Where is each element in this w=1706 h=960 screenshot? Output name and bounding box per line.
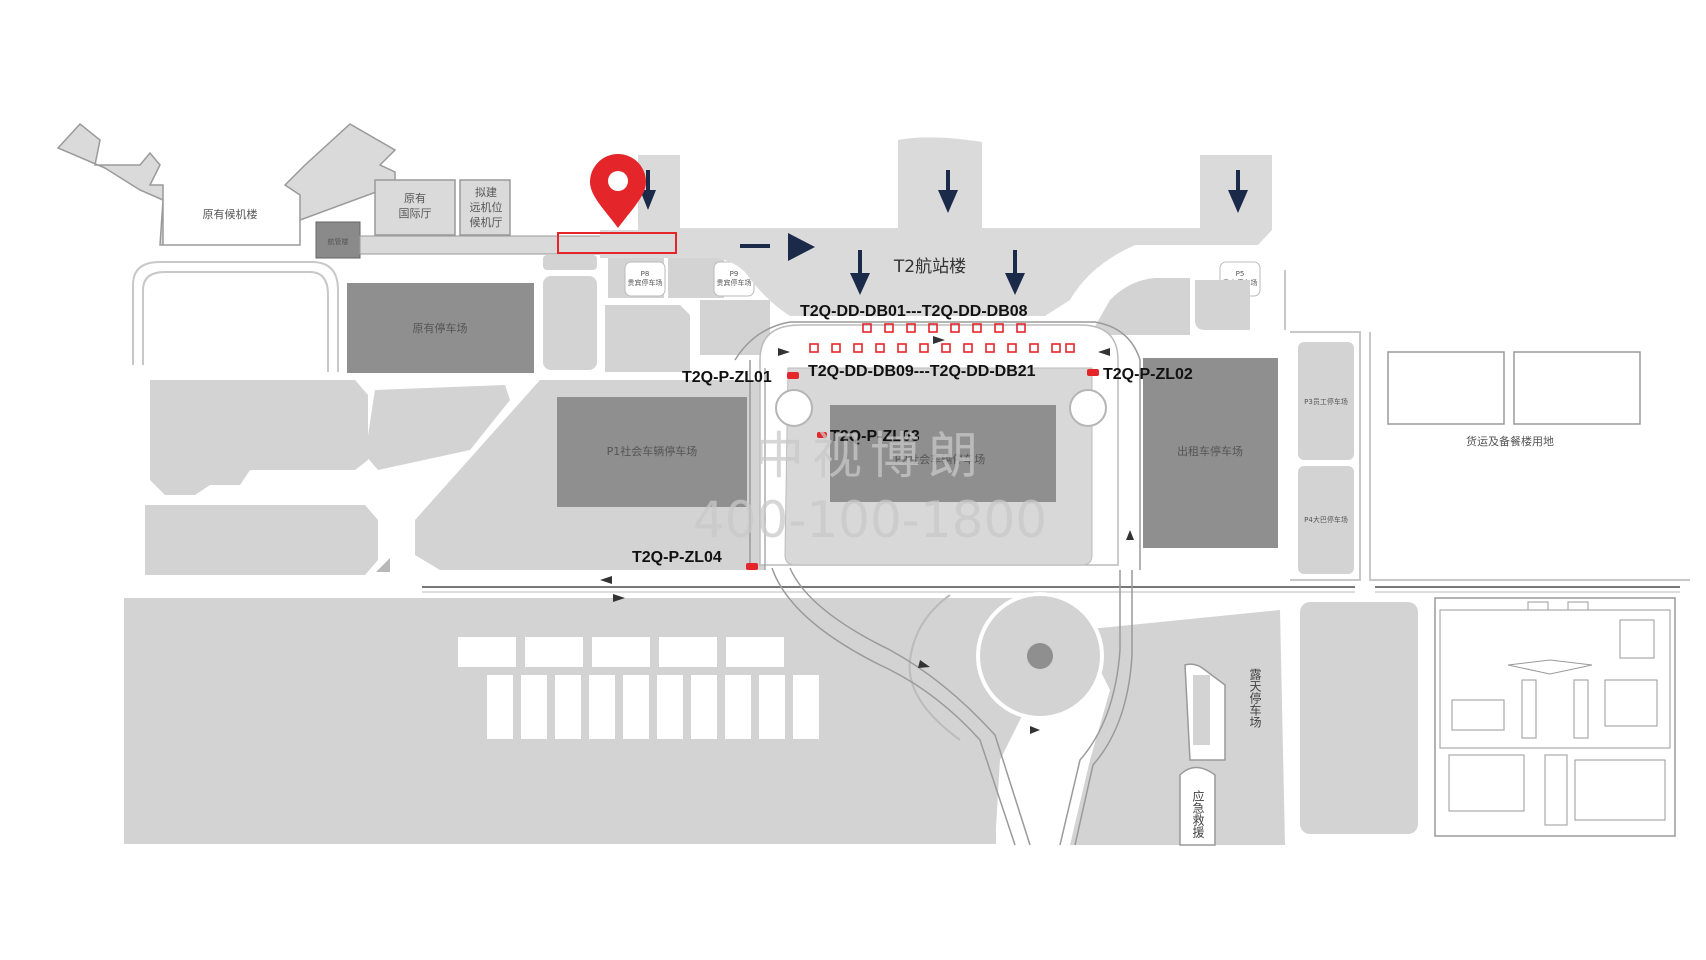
ad-spot-zl03-marker — [817, 432, 827, 438]
p3-staff-parking — [1298, 342, 1354, 460]
left-block-3 — [365, 385, 510, 470]
old-terminal-building — [56, 122, 397, 246]
proposed-gate-hall — [459, 179, 511, 236]
p2-parking-label: P2社会车辆停车场 — [895, 452, 986, 466]
lot-a — [543, 276, 597, 370]
t2-terminal-label: T2航站楼 — [893, 257, 966, 277]
p1-parking — [557, 397, 747, 507]
ad-spot-db-top-label: T2Q-DD-DB01---T2Q-DD-DB08 — [800, 303, 1028, 320]
ad-spots-row-bottom — [809, 343, 1075, 353]
cargo-label: 货运及备餐楼用地 — [1466, 434, 1554, 448]
atc-building-label: 航管楼 — [328, 237, 349, 246]
emergency-label: 应急救援 — [1191, 789, 1205, 839]
t2-terminal-building — [600, 137, 1272, 316]
emergency-area — [1179, 766, 1216, 846]
p4-coach-label: P4大巴停车场 — [1304, 515, 1348, 524]
old-intl-hall-line2: 国际厅 — [399, 207, 432, 220]
cargo-block-1 — [1387, 351, 1505, 425]
right-lower-block — [1300, 602, 1418, 834]
proposed-line2: 远机位 — [470, 200, 503, 214]
right-curve-block — [1195, 280, 1250, 330]
ad-spot-zl04-marker — [746, 563, 758, 570]
left-ring-road — [132, 261, 339, 372]
highlight-box — [557, 232, 677, 254]
lot-b — [543, 255, 597, 270]
old-intl-hall-line1: 原有 — [404, 191, 426, 205]
p1-parking-label: P1社会车辆停车场 — [607, 444, 698, 458]
proposed-line1: 拟建 — [475, 185, 497, 199]
taxi-parking-label: 出租车停车场 — [1177, 444, 1243, 458]
old-parking-lot — [347, 283, 534, 373]
p4-coach-parking — [1298, 466, 1354, 574]
triangle-marker — [376, 558, 390, 572]
road-arrows — [600, 336, 1134, 734]
apron-stands — [458, 637, 819, 739]
left-block-2 — [145, 505, 378, 575]
open-air-parking-label: 露天停车场 — [1248, 668, 1262, 728]
roundabout-left — [775, 389, 813, 427]
direction-arrows — [640, 170, 1248, 295]
watermark-brand: 中视博朗 — [754, 427, 986, 485]
vip-lot-1 — [624, 261, 666, 297]
taxi-parking — [1143, 358, 1278, 548]
lower-right-land — [1070, 610, 1285, 845]
cargo-block-2 — [1513, 351, 1641, 425]
roundabout-right — [1069, 389, 1107, 427]
ad-spot-zl03-label: T2Q-P-ZL03 — [830, 428, 920, 445]
old-parking-lot-label: 原有停车场 — [413, 321, 468, 335]
ad-spot-zl01-marker — [787, 372, 799, 379]
ad-spot-db-bottom-label: T2Q-DD-DB09---T2Q-DD-DB21 — [808, 363, 1036, 380]
lot-c — [605, 305, 690, 372]
left-block-1 — [150, 380, 368, 495]
p3-staff-label: P3员工停车场 — [1304, 397, 1348, 406]
lower-road-ring — [908, 594, 961, 741]
ad-spot-zl02-label: T2Q-P-ZL02 — [1103, 366, 1193, 383]
right-upper-block — [1090, 278, 1190, 335]
p2-parking — [830, 405, 1056, 502]
lot-f — [700, 300, 770, 355]
old-terminal-label: 原有候机楼 — [203, 207, 258, 221]
location-pin-icon[interactable] — [590, 154, 646, 228]
old-intl-hall — [374, 179, 456, 236]
ad-spots-row-top — [862, 323, 1026, 333]
ad-spot-zl04-label: T2Q-P-ZL04 — [632, 549, 722, 566]
ramp-left — [771, 567, 1016, 846]
proposed-line3: 候机厅 — [470, 215, 503, 229]
watermark-phone: 400-100-1800 — [693, 491, 1047, 549]
ad-spot-zl02-marker — [1087, 369, 1099, 376]
ad-spot-zl01-label: T2Q-P-ZL01 — [682, 369, 772, 386]
